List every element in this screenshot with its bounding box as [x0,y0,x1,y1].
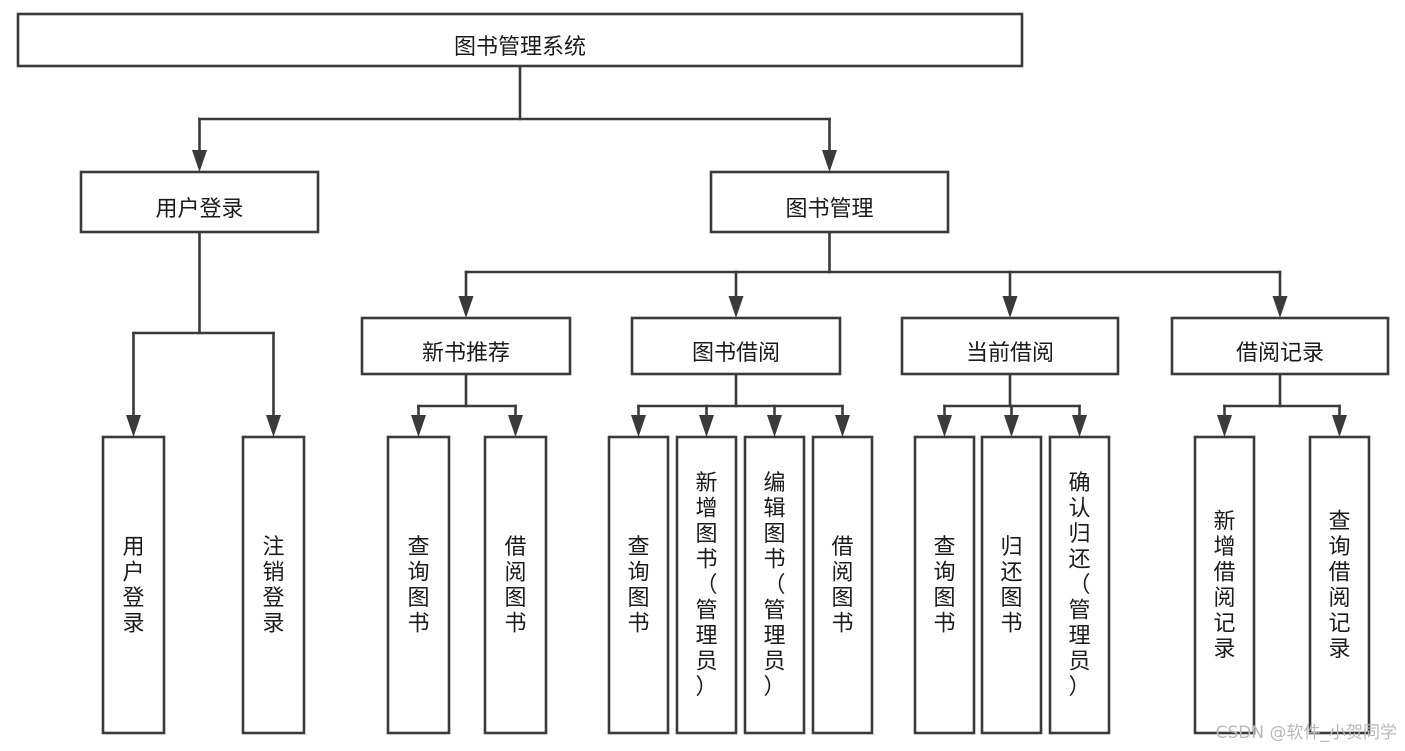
node-box-book-manage [709,170,950,234]
node-box-leaf-query-book-borrow [607,435,670,735]
node-user-login[interactable]: 用户登录 [79,170,320,234]
node-label-borrow-record: 借阅记录 [1236,341,1324,366]
node-leaf-query-record[interactable]: 查询借阅记录 [1308,435,1371,735]
arrow-head-leaf-add-book [699,415,714,437]
node-box-user-login [79,170,320,234]
arrow-head-current-borrow [1002,296,1018,318]
node-leaf-query-book-rec[interactable]: 查询图书 [386,435,451,735]
arrow-head-leaf-borrow-book [835,415,850,437]
arrow-head-leaf-edit-book [767,415,782,437]
arrow-head-leaf-query-record [1332,415,1347,437]
node-leaf-add-record[interactable]: 新增借阅记录 [1193,435,1256,735]
node-box-leaf-user-logout [241,435,306,735]
node-layer: 图书管理系统用户登录图书管理新书推荐图书借阅当前借阅借阅记录用户登录注销登录查询… [16,12,1390,735]
node-box-new-book-rec [360,316,572,376]
node-label-leaf-borrow-book: 借阅图书 [831,535,853,637]
arrow-head-user-login [192,150,207,172]
node-leaf-user-login[interactable]: 用户登录 [101,435,166,735]
node-label-book-borrow: 图书借阅 [692,341,780,366]
node-label-user-login: 用户登录 [155,197,243,222]
node-label-leaf-borrow-book-rec: 借阅图书 [504,535,526,637]
node-box-leaf-query-book-cur [913,435,976,735]
node-book-borrow[interactable]: 图书借阅 [630,316,842,376]
arrow-head-book-manage [822,150,837,172]
node-box-book-borrow [630,316,842,376]
node-leaf-add-book[interactable]: 新增图书（管理员） [675,435,738,735]
node-borrow-record[interactable]: 借阅记录 [1170,316,1390,376]
node-label-leaf-add-book: 新增图书（管理员） [695,471,717,700]
node-current-borrow[interactable]: 当前借阅 [900,316,1120,376]
node-label-new-book-rec: 新书推荐 [422,341,510,366]
node-label-leaf-query-book-borrow: 查询图书 [627,535,649,637]
arrow-head-borrow-record [1272,296,1288,318]
node-label-root: 图书管理系统 [454,35,586,60]
node-leaf-confirm-return[interactable]: 确认归还（管理员） [1048,435,1111,735]
node-box-leaf-add-record [1193,435,1256,735]
node-label-leaf-user-logout: 注销登录 [262,535,284,637]
connector-layer [126,64,1347,437]
node-new-book-rec[interactable]: 新书推荐 [360,316,572,376]
arrow-head-book-borrow [728,296,744,318]
node-label-leaf-query-record: 查询借阅记录 [1328,509,1350,662]
node-box-leaf-query-book-rec [386,435,451,735]
arrow-head-leaf-return-book [1004,415,1019,437]
node-box-leaf-return-book [980,435,1043,735]
node-label-leaf-query-book-rec: 查询图书 [407,535,429,637]
node-box-root [16,12,1024,68]
arrow-head-leaf-query-book-borrow [631,415,646,437]
arrow-head-leaf-query-book-cur [937,415,952,437]
node-leaf-user-logout[interactable]: 注销登录 [241,435,306,735]
node-label-leaf-return-book: 归还图书 [1000,535,1022,637]
node-box-leaf-borrow-book-rec [483,435,548,735]
arrow-head-leaf-borrow-book-rec [508,415,523,437]
node-label-current-borrow: 当前借阅 [966,341,1054,366]
node-box-leaf-confirm-return [1048,435,1111,735]
arrow-head-leaf-confirm-return [1072,415,1087,437]
node-box-leaf-borrow-book [811,435,874,735]
node-label-leaf-query-book-cur: 查询图书 [933,535,955,637]
arrow-head-new-book-rec [458,296,474,318]
node-box-leaf-edit-book [743,435,806,735]
node-label-leaf-confirm-return: 确认归还（管理员） [1068,471,1090,700]
node-leaf-edit-book[interactable]: 编辑图书（管理员） [743,435,806,735]
node-leaf-query-book-cur[interactable]: 查询图书 [913,435,976,735]
node-label-leaf-add-record: 新增借阅记录 [1213,509,1235,662]
node-box-leaf-query-record [1308,435,1371,735]
node-box-current-borrow [900,316,1120,376]
node-leaf-borrow-book-rec[interactable]: 借阅图书 [483,435,548,735]
arrow-head-leaf-user-login [126,415,141,437]
node-box-leaf-add-book [675,435,738,735]
arrow-head-leaf-query-book-rec [411,415,426,437]
node-leaf-return-book[interactable]: 归还图书 [980,435,1043,735]
node-label-leaf-edit-book: 编辑图书（管理员） [763,471,785,700]
node-box-borrow-record [1170,316,1390,376]
node-leaf-borrow-book[interactable]: 借阅图书 [811,435,874,735]
node-box-leaf-user-login [101,435,166,735]
node-leaf-query-book-borrow[interactable]: 查询图书 [607,435,670,735]
arrow-head-leaf-add-record [1217,415,1232,437]
arrow-head-leaf-user-logout [266,415,281,437]
node-root[interactable]: 图书管理系统 [16,12,1024,68]
node-label-book-manage: 图书管理 [785,197,873,222]
node-label-leaf-user-login: 用户登录 [122,535,144,637]
node-book-manage[interactable]: 图书管理 [709,170,950,234]
